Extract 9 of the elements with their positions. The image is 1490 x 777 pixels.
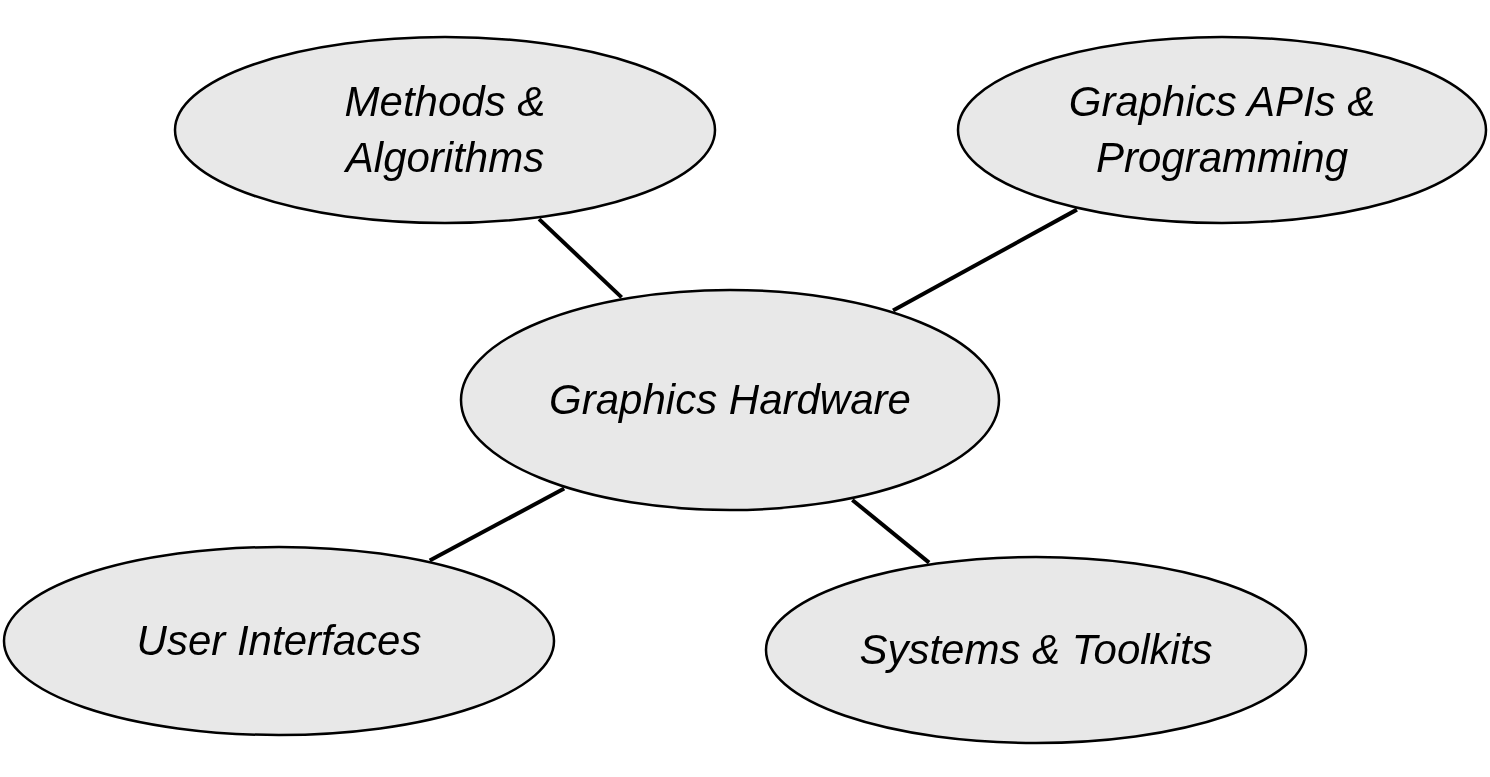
node-label: User Interfaces [136,616,422,666]
node-label: Graphics Hardware [549,375,911,425]
node-label: Systems & Toolkits [859,625,1213,675]
connector-line [537,217,623,299]
connector-line [892,207,1078,313]
node-label: Methods & Algorithms [343,77,547,183]
node-label: Graphics APIs & Programming [1067,77,1377,183]
connector-line [428,486,566,563]
connector-line [851,498,931,565]
